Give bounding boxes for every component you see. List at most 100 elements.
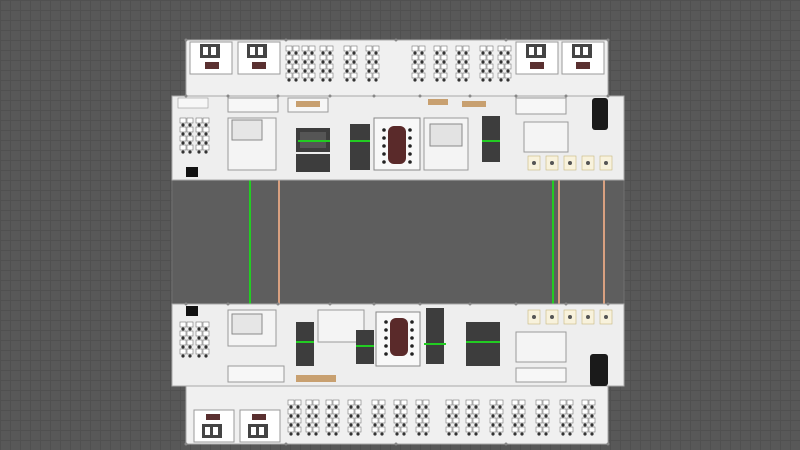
desk[interactable] [496,426,504,433]
desk[interactable] [542,408,550,415]
desk[interactable] [325,426,333,433]
desk[interactable] [452,426,460,433]
desk[interactable] [581,426,589,433]
desk[interactable] [489,426,497,433]
desk[interactable] [440,72,448,79]
desk[interactable] [489,399,497,406]
desk[interactable] [400,426,408,433]
desk[interactable] [312,399,320,406]
desk[interactable] [486,72,494,79]
desk[interactable] [294,408,302,415]
desk[interactable] [343,45,351,52]
desk[interactable] [365,72,373,79]
desk[interactable] [350,63,358,70]
desk[interactable] [202,126,210,133]
desk[interactable] [195,348,203,355]
desk[interactable] [378,399,386,406]
desk[interactable] [294,426,302,433]
desk[interactable] [186,135,194,142]
desk[interactable] [319,63,327,70]
desk[interactable] [588,417,596,424]
desk[interactable] [285,72,293,79]
executive-office[interactable] [561,41,605,75]
desk[interactable] [462,54,470,61]
desk[interactable] [411,45,419,52]
desk[interactable] [305,408,313,415]
desk[interactable] [195,126,203,133]
desk[interactable] [465,417,473,424]
desk[interactable] [186,330,194,337]
north-wing[interactable] [171,38,625,181]
desk[interactable] [319,54,327,61]
desk[interactable] [195,330,203,337]
desk[interactable] [486,54,494,61]
hot-desk-area[interactable] [527,309,613,325]
desk[interactable] [422,426,430,433]
desk[interactable] [422,417,430,424]
desk[interactable] [422,399,430,406]
lounge-seating[interactable] [466,322,500,366]
desk[interactable] [518,417,526,424]
desk[interactable] [354,426,362,433]
desk[interactable] [186,321,194,328]
desk[interactable] [452,408,460,415]
desk[interactable] [504,72,512,79]
desk[interactable] [195,339,203,346]
open-workstation-area[interactable] [411,45,512,82]
desk[interactable] [195,135,203,142]
desk[interactable] [305,426,313,433]
desk[interactable] [292,45,300,52]
desk[interactable] [452,399,460,406]
desk[interactable] [186,126,194,133]
desk[interactable] [202,321,210,328]
desk[interactable] [305,417,313,424]
desk[interactable] [186,348,194,355]
desk[interactable] [504,63,512,70]
desk[interactable] [308,45,316,52]
desk[interactable] [312,417,320,424]
desk[interactable] [445,417,453,424]
desk[interactable] [350,45,358,52]
executive-office[interactable] [193,409,235,443]
desk[interactable] [179,321,187,328]
desk[interactable] [301,72,309,79]
desk[interactable] [566,399,574,406]
desk[interactable] [326,54,334,61]
desk[interactable] [371,426,379,433]
desk[interactable] [287,399,295,406]
desk[interactable] [559,408,567,415]
desk[interactable] [472,417,480,424]
desk[interactable] [332,417,340,424]
desk[interactable] [479,45,487,52]
desk[interactable] [581,399,589,406]
desk[interactable] [422,408,430,415]
desk[interactable] [559,399,567,406]
desk[interactable] [301,54,309,61]
desk[interactable] [365,54,373,61]
desk[interactable] [418,72,426,79]
desk[interactable] [418,63,426,70]
desk[interactable] [504,45,512,52]
desk[interactable] [287,426,295,433]
desk[interactable] [472,399,480,406]
desk[interactable] [202,348,210,355]
desk[interactable] [518,408,526,415]
lounge-seating[interactable] [296,128,330,172]
desk[interactable] [455,72,463,79]
desk[interactable] [177,97,209,109]
desk[interactable] [202,135,210,142]
desk[interactable] [325,408,333,415]
desk[interactable] [535,426,543,433]
desk[interactable] [202,339,210,346]
desk[interactable] [287,408,295,415]
desk[interactable] [465,426,473,433]
desk[interactable] [479,72,487,79]
executive-office[interactable] [239,409,281,443]
desk[interactable] [371,408,379,415]
desk[interactable] [411,63,419,70]
desk[interactable] [308,63,316,70]
desk[interactable] [325,399,333,406]
desk[interactable] [202,117,210,124]
desk[interactable] [285,45,293,52]
